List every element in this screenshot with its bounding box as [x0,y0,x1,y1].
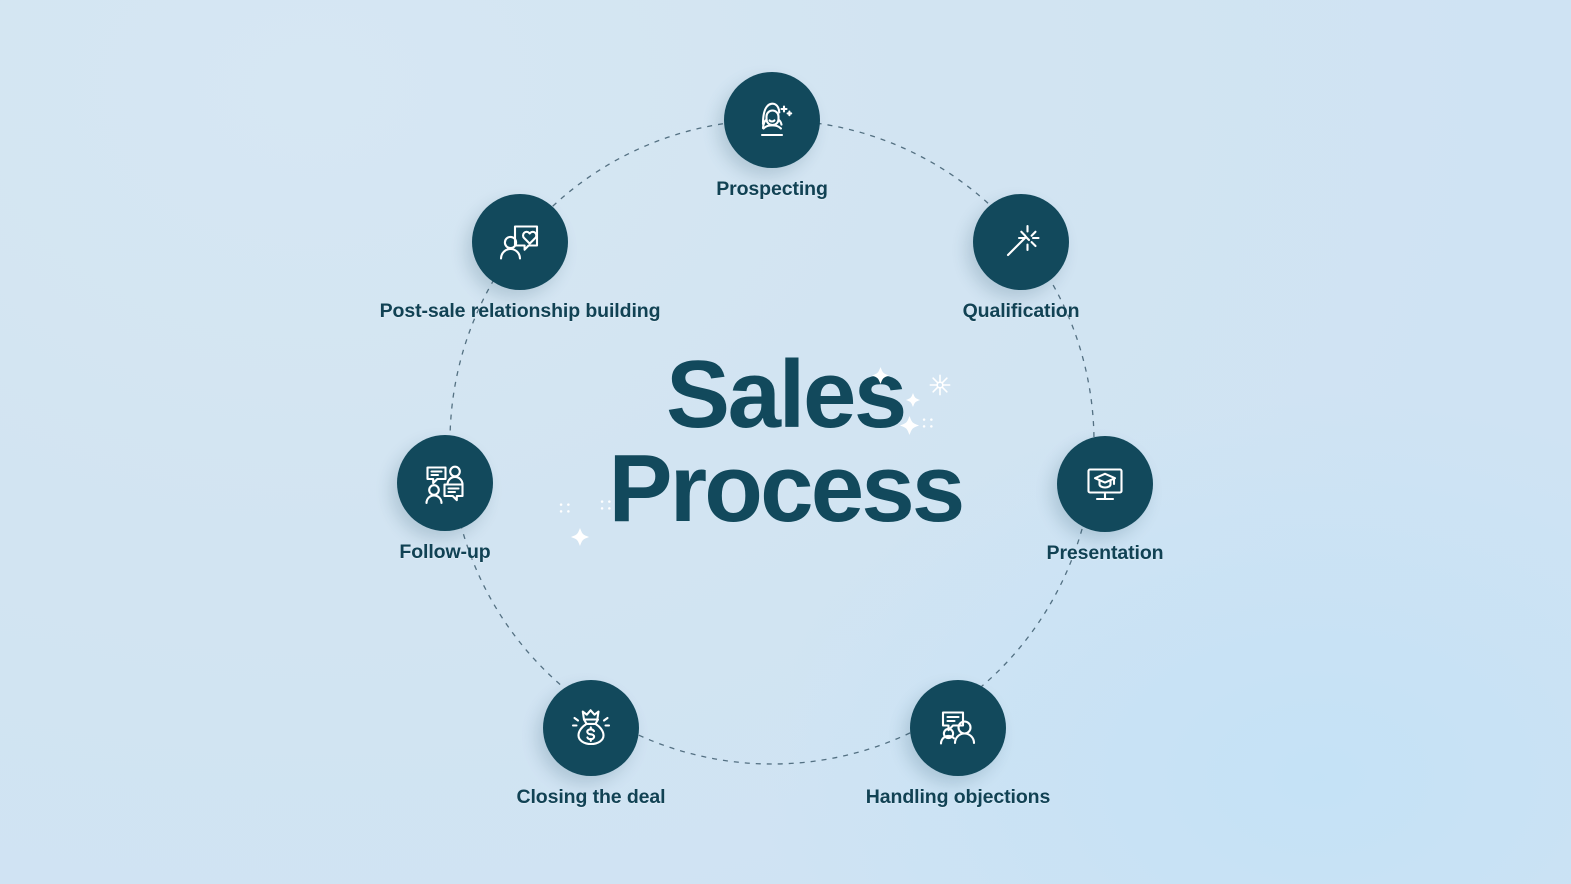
cycle-step-label: Presentation [1046,542,1164,564]
sparkle-dots [558,501,572,515]
page-title: Sales Process [608,340,966,542]
sparkle-4point [871,366,889,384]
sparkle-4point [899,415,919,435]
sparkle-4point [571,528,589,546]
sparkle-dots [599,498,613,512]
two-people-speech-icon[interactable] [910,680,1006,776]
page-title-line-2: Process [608,435,966,542]
money-bag-icon[interactable] [543,680,639,776]
cycle-step-label: Follow-up [399,541,491,563]
chat-people-icon[interactable] [397,435,493,531]
sparkle-4point [906,393,920,407]
cycle-step-label: Post-sale relationship building [379,300,661,322]
sparkle-dots [921,416,935,430]
cycle-step-label: Closing the deal [516,786,666,808]
cycle-step-label: Prospecting [716,178,828,200]
sparkle-burst [929,374,951,396]
person-sparkle-icon[interactable] [724,72,820,168]
cycle-step-label: Handling objections [865,786,1051,808]
page-title-line-1: Sales [666,340,907,448]
cycle-step-label: Qualification [962,300,1080,322]
presentation-screen-icon[interactable] [1057,436,1153,532]
magic-wand-icon[interactable] [973,194,1069,290]
person-heart-bubble-icon[interactable] [472,194,568,290]
